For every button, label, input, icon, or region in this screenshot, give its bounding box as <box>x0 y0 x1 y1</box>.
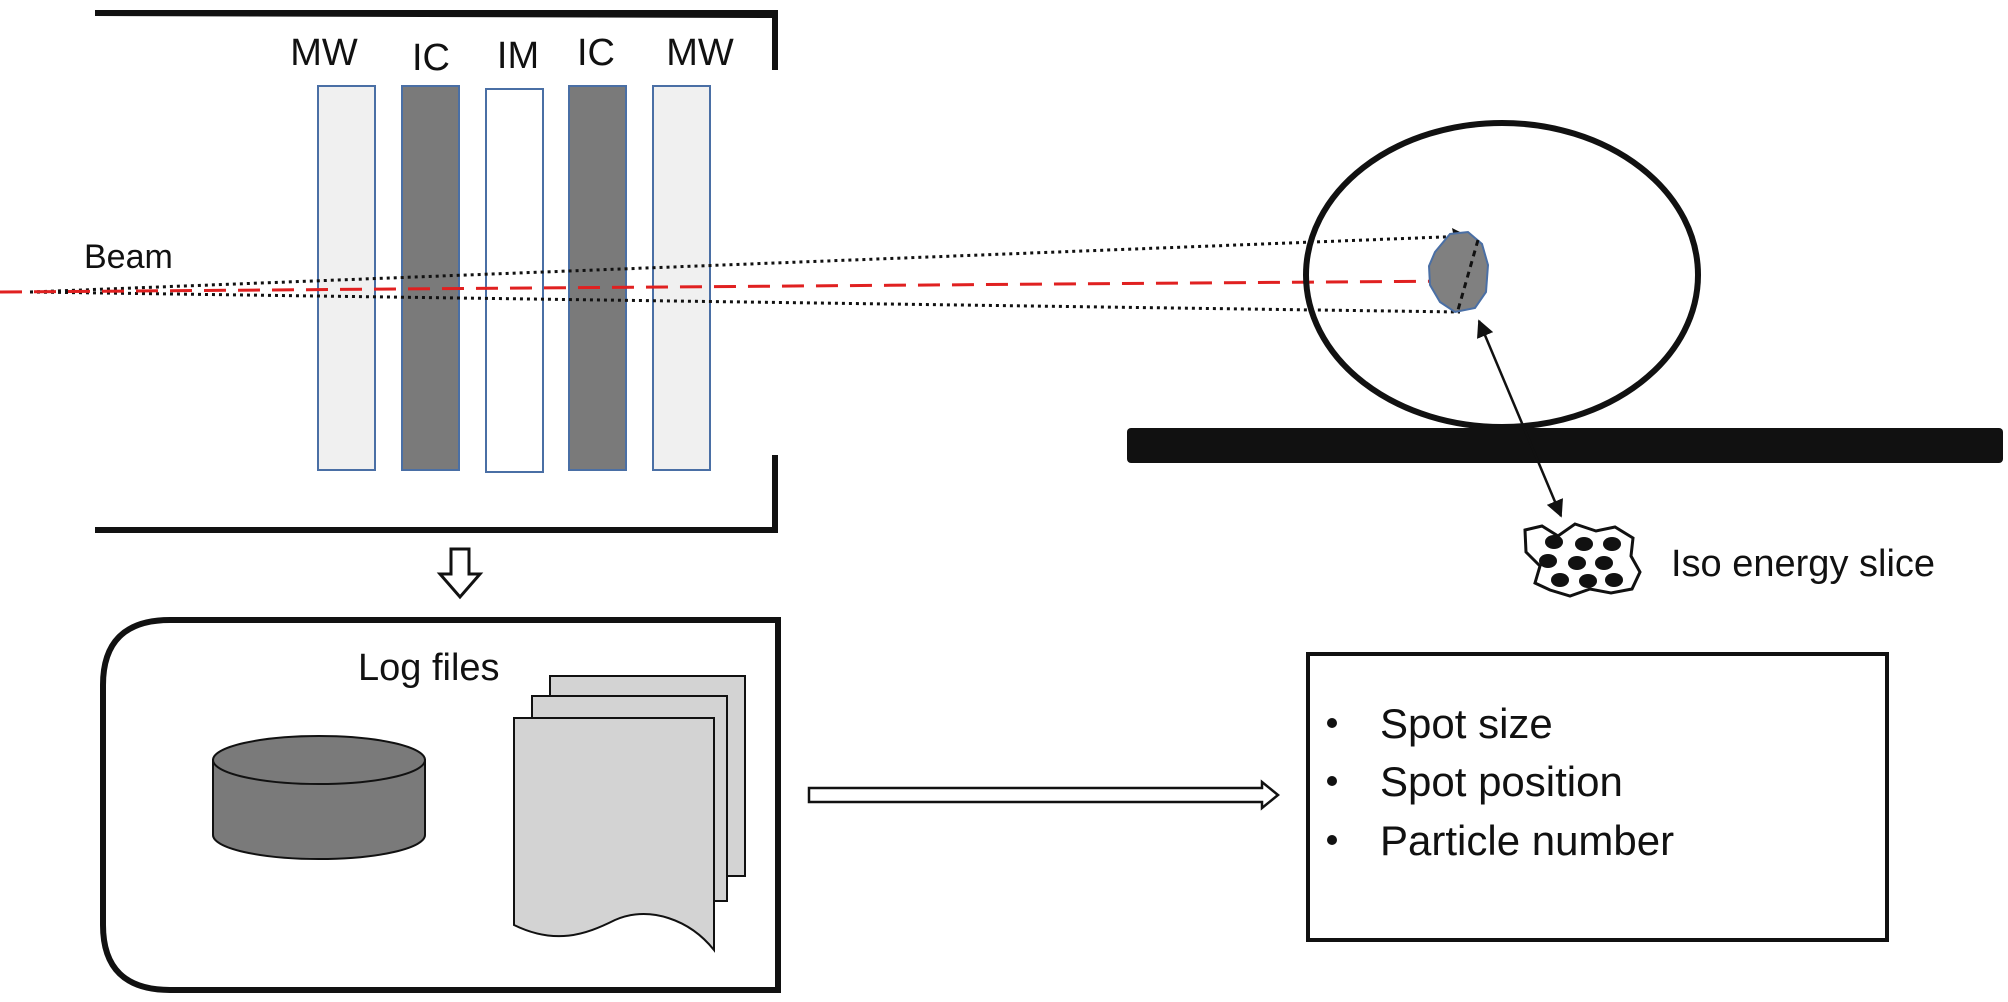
parameter-spot-position: Spot position <box>1380 758 1623 805</box>
document-sheet-front <box>513 717 715 953</box>
spot-dot <box>1568 556 1586 570</box>
chamber-label-ic-2: IC <box>577 32 615 74</box>
nozzle-housing <box>95 10 778 533</box>
spot-dot <box>1605 573 1623 587</box>
chamber-stack <box>317 85 711 473</box>
beam-central-axis <box>0 273 1460 294</box>
chamber-mw-2 <box>652 85 711 471</box>
chamber-labels: MW IC IM IC MW <box>290 32 734 79</box>
spot-dot <box>1539 554 1557 568</box>
target-volume <box>1427 230 1490 314</box>
treatment-couch <box>1127 428 2003 463</box>
iso-energy-slice-icon <box>1523 522 1642 598</box>
iso-energy-slice-label: Iso energy slice <box>1671 543 1935 585</box>
bullet-icon <box>1327 776 1337 786</box>
chamber-label-im: IM <box>497 35 539 77</box>
down-arrow-icon <box>436 547 484 600</box>
beam-envelope-lower <box>29 290 1461 314</box>
right-arrow-icon <box>807 779 1280 811</box>
chamber-label-mw-1: MW <box>290 32 358 74</box>
chamber-im <box>485 88 544 473</box>
spot-dot <box>1545 535 1563 549</box>
database-top <box>212 735 426 785</box>
chamber-ic-2 <box>568 85 627 471</box>
nozzle-top-wall <box>95 10 778 70</box>
beam-envelope <box>29 228 1470 314</box>
spot-dot <box>1603 537 1621 551</box>
database-icon <box>212 735 426 860</box>
spot-dot <box>1551 573 1569 587</box>
beam-envelope-upper <box>29 234 1469 294</box>
logged-parameters-list: Spot size Spot position Particle number <box>1327 700 1674 864</box>
chamber-mw-1 <box>317 85 376 471</box>
bullet-icon <box>1327 835 1337 845</box>
bullet-icon <box>1327 718 1337 728</box>
spot-dot <box>1595 556 1613 570</box>
log-files-label: Log files <box>358 647 500 689</box>
slice-link-arrow <box>1477 319 1563 518</box>
target-scan-path <box>1456 239 1480 311</box>
spot-dot <box>1575 537 1593 551</box>
parameter-particle-number: Particle number <box>1380 817 1674 864</box>
database-body <box>212 759 426 860</box>
logged-parameters-box <box>1306 652 1889 942</box>
spot-dot <box>1579 574 1597 588</box>
beam-label: Beam <box>84 238 173 276</box>
documents-icon <box>513 675 746 953</box>
parameter-spot-size: Spot size <box>1380 700 1553 747</box>
chamber-label-ic-1: IC <box>412 37 450 79</box>
patient-outline <box>1303 120 1701 430</box>
chamber-label-mw-2: MW <box>666 32 734 74</box>
chamber-ic-1 <box>401 85 460 471</box>
